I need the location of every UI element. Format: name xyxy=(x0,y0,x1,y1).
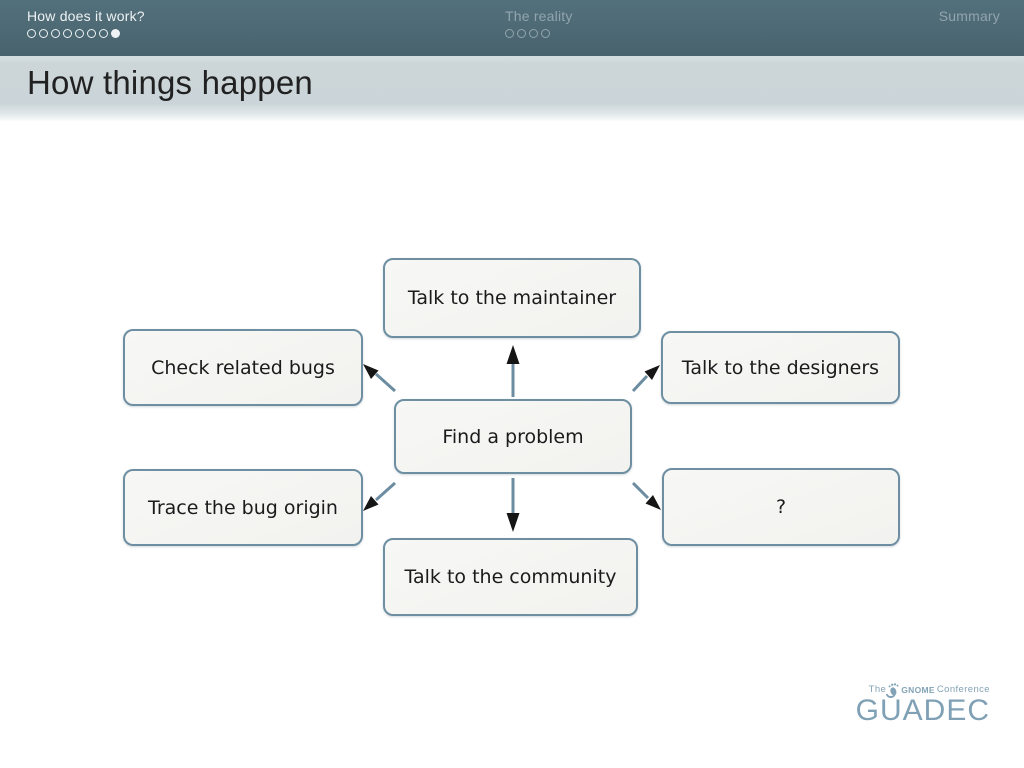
guadec-wordmark: GŬADEC xyxy=(855,694,990,727)
nav-section-the-reality: The reality xyxy=(505,8,573,39)
progress-dot-filled[interactable] xyxy=(111,29,120,38)
gnome-foot-icon xyxy=(888,683,899,696)
progress-dot[interactable] xyxy=(27,29,36,38)
nav-section-label[interactable]: The reality xyxy=(505,8,573,24)
progress-dot[interactable] xyxy=(51,29,60,38)
progress-dot[interactable] xyxy=(529,29,538,38)
title-bar: How things happen xyxy=(0,56,1024,122)
gnome-conference-line: The GNOME Conference xyxy=(856,683,990,696)
logo-prefix: The xyxy=(868,684,887,695)
logo-suffix: Conference xyxy=(936,684,990,695)
arrow-center-to-community xyxy=(506,478,520,532)
diagram-node-check-related-bugs: Check related bugs xyxy=(123,329,363,406)
progress-dots xyxy=(939,29,1000,39)
arrow-center-to-trace-origin xyxy=(363,481,397,511)
page-title: How things happen xyxy=(27,64,313,101)
nav-header-bar: How does it work? The reality Summary xyxy=(0,0,1024,56)
progress-dots xyxy=(27,29,145,39)
logo-gnome-text: GNOME xyxy=(901,684,935,695)
progress-dot[interactable] xyxy=(75,29,84,38)
progress-dot[interactable] xyxy=(39,29,48,38)
nav-section-how-does-it-work: How does it work? xyxy=(27,8,145,39)
diagram-node-trace-bug-origin: Trace the bug origin xyxy=(123,469,363,546)
nav-section-summary: Summary xyxy=(939,8,1000,39)
progress-dot[interactable] xyxy=(505,29,514,38)
arrow-center-to-check-bugs xyxy=(363,364,397,393)
diagram-node-talk-to-maintainer: Talk to the maintainer xyxy=(383,258,641,338)
progress-dots xyxy=(505,29,573,39)
progress-dot[interactable] xyxy=(87,29,96,38)
guadec-logo: The GNOME Conference GŬADEC xyxy=(856,683,990,726)
progress-dot[interactable] xyxy=(63,29,72,38)
progress-dot[interactable] xyxy=(517,29,526,38)
arrow-center-to-maintainer xyxy=(506,345,520,397)
diagram-node-question-mark: ? xyxy=(662,468,900,546)
progress-dot[interactable] xyxy=(541,29,550,38)
arrow-center-to-designers xyxy=(631,365,660,393)
arrow-center-to-question xyxy=(631,481,661,510)
progress-dot[interactable] xyxy=(99,29,108,38)
nav-section-label[interactable]: Summary xyxy=(938,8,1000,24)
diagram-node-find-a-problem: Find a problem xyxy=(394,399,632,474)
diagram-node-talk-to-community: Talk to the community xyxy=(383,538,638,616)
nav-section-label[interactable]: How does it work? xyxy=(27,8,145,24)
diagram-node-talk-to-designers: Talk to the designers xyxy=(661,331,900,404)
